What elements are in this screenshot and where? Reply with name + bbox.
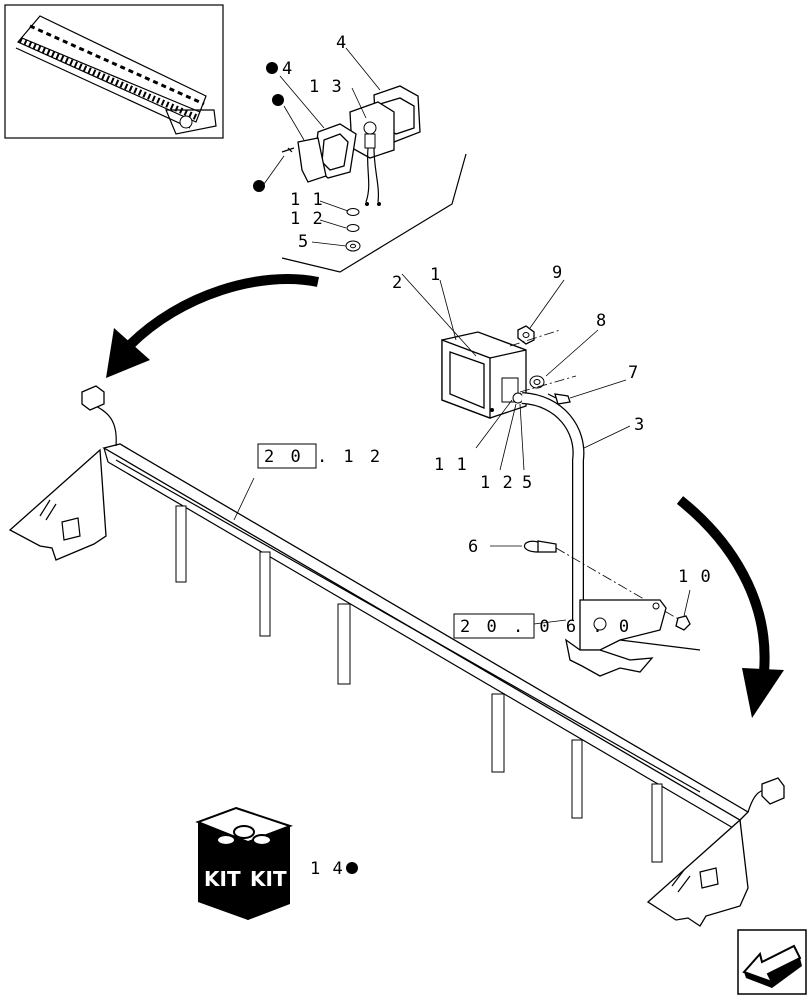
overview-thumbnail <box>4 4 224 139</box>
kit-bullet <box>346 862 358 874</box>
hardware-parts <box>509 325 577 405</box>
callout-8: 8 <box>596 311 607 331</box>
ref-text-lower: 2 0 . 0 6 . 0 <box>460 617 632 637</box>
arrow-down-left-icon <box>742 944 802 988</box>
callout-13: 1 3 <box>309 77 343 97</box>
mount-bracket <box>565 599 701 677</box>
leader-lines <box>233 47 691 625</box>
back-arrow-button[interactable] <box>737 929 807 995</box>
frame-uprights <box>175 505 663 863</box>
callout-5-upper: 5 <box>298 232 309 252</box>
callout-5-lower: 5 <box>522 473 533 493</box>
ref-box-upper[interactable]: 2 0 . 1 2 <box>257 443 383 469</box>
callout-10: 1 0 <box>678 567 712 587</box>
left-end-plate <box>8 385 117 561</box>
callout-7: 7 <box>628 363 639 383</box>
callout-11-upper: 1 1 <box>290 190 324 210</box>
kit-box <box>195 806 293 920</box>
main-frame <box>102 443 750 833</box>
bullet-4 <box>266 62 278 74</box>
right-end-plate <box>646 777 785 927</box>
callout-12-lower: 1 2 <box>480 473 514 493</box>
callout-4: 4 <box>336 33 347 53</box>
curved-arrow-right <box>676 496 784 718</box>
callout-1: 1 <box>430 265 441 285</box>
callout-12-upper: 1 2 <box>290 209 324 229</box>
ref-box-lower[interactable]: 2 0 . 0 6 . 0 <box>453 613 632 639</box>
assembly-outline-line <box>281 153 467 273</box>
callout-3: 3 <box>634 415 645 435</box>
callout-11-lower: 1 1 <box>434 455 468 475</box>
pin <box>523 540 681 621</box>
callout-9: 9 <box>552 263 563 283</box>
bullet-2 <box>272 94 284 106</box>
work-lamp-exploded <box>281 85 421 252</box>
curved-arrow-left <box>106 274 320 378</box>
callout-4b: 4 <box>282 59 293 79</box>
callout-14: 1 4 <box>310 859 344 879</box>
bullet-3 <box>253 180 265 192</box>
kit-label-left: KIT <box>204 867 241 891</box>
ref-text-upper: 2 0 . 1 2 <box>264 447 383 467</box>
kit-label-right: KIT <box>250 867 287 891</box>
callout-6: 6 <box>468 537 479 557</box>
main-lamp <box>441 331 527 419</box>
callout-2: 2 <box>392 273 403 293</box>
